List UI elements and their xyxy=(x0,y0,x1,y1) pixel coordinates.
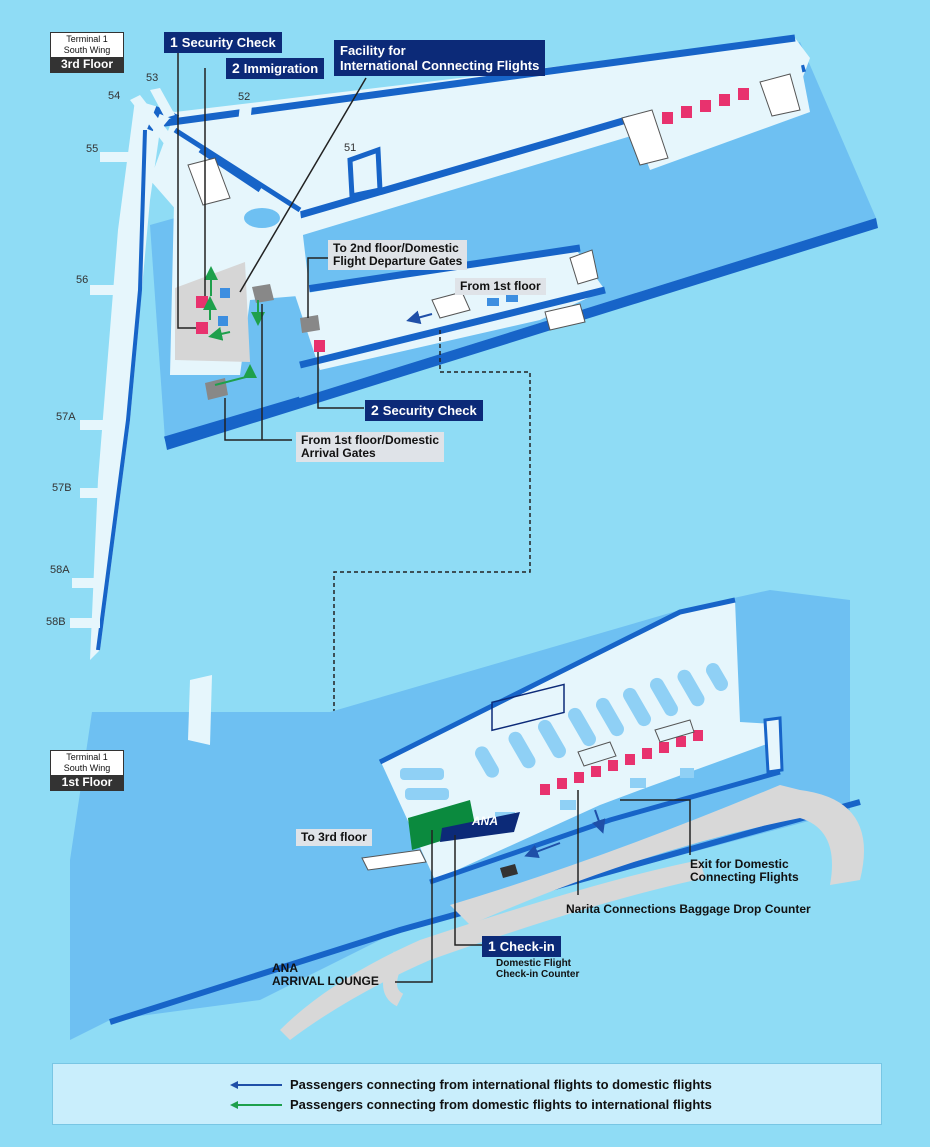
gate-stubs xyxy=(70,88,252,628)
floor-label: 3rd Floor xyxy=(51,57,123,72)
to-2nd-floor-label: To 2nd floor/Domestic Flight Departure G… xyxy=(328,240,468,270)
third-floor-plan xyxy=(70,34,878,863)
label-line-1: ANA xyxy=(272,961,298,975)
gate-label: 51 xyxy=(344,142,357,154)
step-number: 1 xyxy=(170,34,178,50)
to-3rd-floor-label: To 3rd floor xyxy=(296,829,372,846)
gate-label: 57A xyxy=(56,411,76,423)
callout-line-2: International Connecting Flights xyxy=(340,58,540,73)
ana-arrival-lounge-label: ANA ARRIVAL LOUNGE xyxy=(272,962,379,988)
gate-label: 58B xyxy=(46,616,66,628)
gate-label: 56 xyxy=(76,274,89,286)
checkin-counters xyxy=(540,719,703,795)
terminal-label: Terminal 1 xyxy=(66,752,108,762)
ana-check-in-counter xyxy=(440,812,520,842)
escalator-upper-right xyxy=(621,73,801,166)
from-1st-floor-domestic-label: From 1st floor/Domestic Arrival Gates xyxy=(296,432,445,462)
baggage-drop-label: Narita Connections Baggage Drop Counter xyxy=(566,902,811,916)
from-1st-floor-label: From 1st floor xyxy=(455,278,546,295)
label-line-2: Connecting Flights xyxy=(690,870,799,884)
label-line-1: Exit for Domestic xyxy=(690,857,789,871)
wing-label: South Wing xyxy=(63,45,111,55)
label-line-2: ARRIVAL LOUNGE xyxy=(272,974,379,988)
gate-label: 58A xyxy=(50,564,70,576)
legend: Passengers connecting from international… xyxy=(52,1063,882,1125)
legend-text: Passengers connecting from international… xyxy=(290,1077,712,1092)
step-number: 2 xyxy=(232,60,240,76)
gate-label: 54 xyxy=(108,90,121,102)
legend-item-domestic-to-intl: Passengers connecting from domestic flig… xyxy=(228,1097,712,1112)
callout-lines-1f xyxy=(395,790,691,983)
callout-line-1: Facility for xyxy=(340,43,406,58)
callout-text: Security Check xyxy=(181,35,276,50)
wing-label: South Wing xyxy=(63,763,111,773)
floor-label: 1st Floor xyxy=(51,775,123,790)
step-number: 1 xyxy=(488,938,496,954)
exit-domestic-label: Exit for Domestic Connecting Flights xyxy=(690,858,799,884)
label-line-2: Flight Departure Gates xyxy=(333,254,463,268)
escalator-to-3rd-floor xyxy=(361,849,427,871)
connection-arrows-3f xyxy=(203,266,433,386)
legend-item-intl-to-domestic: Passengers connecting from international… xyxy=(228,1077,712,1092)
label-line-1: Domestic Flight xyxy=(496,958,572,969)
escalator-upper-left xyxy=(187,157,599,400)
callout-text: Security Check xyxy=(382,403,477,418)
blue-arrow-icon xyxy=(230,1080,282,1089)
callout-text: Immigration xyxy=(243,61,319,76)
connection-arrows-1f xyxy=(524,809,606,859)
facility-callout: Facility for International Connecting Fl… xyxy=(334,40,546,76)
step-number: 2 xyxy=(371,402,379,418)
security-counters-upper-right xyxy=(662,88,749,124)
callout-text: Check-in xyxy=(499,939,555,954)
label-line-1: From 1st floor/Domestic xyxy=(301,433,440,447)
legend-text: Passengers connecting from domestic flig… xyxy=(290,1097,712,1112)
ana-arrival-lounge-area xyxy=(408,800,476,850)
gate-label: 55 xyxy=(86,143,99,155)
label-line-2: Arrival Gates xyxy=(301,446,376,460)
floor-badge-1f: Terminal 1 South Wing 1st Floor xyxy=(50,750,124,791)
ana-logo: ANA xyxy=(472,814,498,828)
terminal-label: Terminal 1 xyxy=(66,34,108,44)
gate-label: 57B xyxy=(52,482,72,494)
green-arrow-icon xyxy=(230,1100,282,1109)
floor-badge-3f: Terminal 1 South Wing 3rd Floor xyxy=(50,32,124,73)
callout-lines-3f xyxy=(177,48,531,863)
gate-label: 52 xyxy=(238,91,251,103)
first-floor-plan xyxy=(70,590,864,1040)
label-line-1: To 2nd floor/Domestic xyxy=(333,241,459,255)
check-in-subtitle: Domestic Flight Check-in Counter xyxy=(496,958,579,980)
label-line-2: Check-in Counter xyxy=(496,969,580,980)
gate-label: 53 xyxy=(146,72,159,84)
